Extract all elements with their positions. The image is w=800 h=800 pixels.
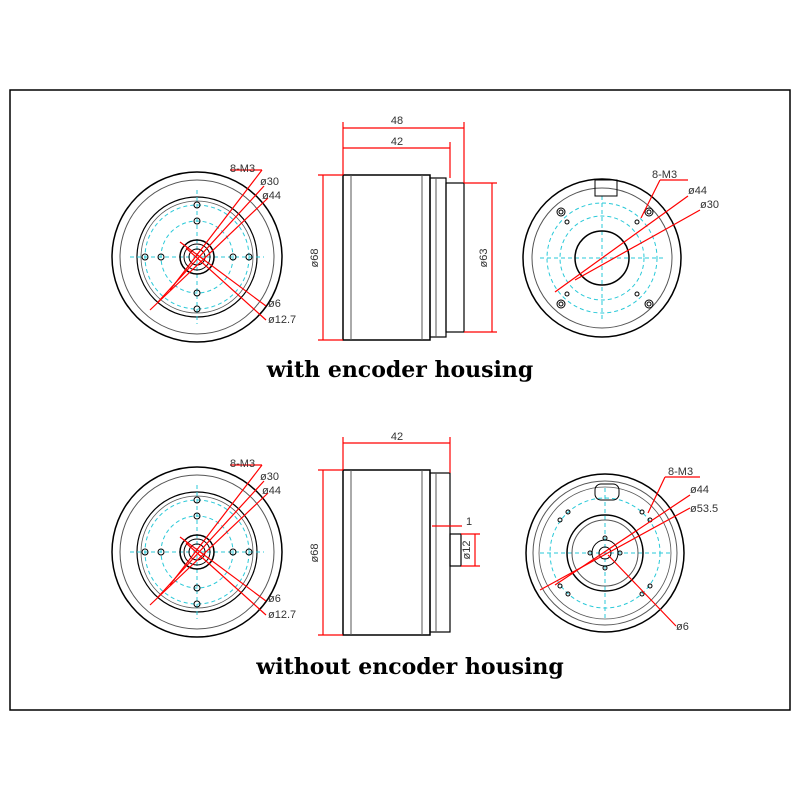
dim-d63: ø63 — [478, 249, 490, 268]
top-side-view — [318, 122, 497, 341]
label-d44: ø44 — [690, 484, 709, 496]
label-d6: ø6 — [268, 593, 281, 605]
label-8-m3: 8-M3 — [230, 163, 255, 175]
bottom-side-view — [318, 437, 480, 636]
label-8-m3: 8-M3 — [652, 169, 677, 181]
dim-d68: ø68 — [309, 544, 321, 563]
label-d30: ø30 — [260, 176, 279, 188]
label-d44: ø44 — [688, 185, 707, 197]
label-8-m3: 8-M3 — [668, 466, 693, 478]
dim-48: 48 — [391, 115, 403, 127]
bottom-front-view — [111, 464, 283, 638]
label-8-m3: 8-M3 — [230, 458, 255, 470]
dim-d68: ø68 — [309, 249, 321, 268]
label-d6: ø6 — [676, 621, 689, 633]
top-front-view — [111, 169, 283, 343]
label-d6: ø6 — [268, 298, 281, 310]
dim-42: 42 — [391, 431, 403, 443]
top-rear-view — [522, 178, 701, 338]
label-d12-7: ø12.7 — [268, 609, 296, 621]
label-d30: ø30 — [700, 199, 719, 211]
label-d53-5: ø53.5 — [690, 503, 718, 515]
dim-1: 1 — [466, 516, 472, 528]
label-d44: ø44 — [262, 190, 281, 202]
label-d44: ø44 — [262, 485, 281, 497]
drawing-frame — [9, 89, 791, 711]
label-d30: ø30 — [260, 471, 279, 483]
caption-without-encoder: without encoder housing — [255, 654, 563, 680]
label-d12-7: ø12.7 — [268, 314, 296, 326]
bottom-rear-view — [525, 473, 700, 633]
dim-42: 42 — [391, 136, 403, 148]
dim-d12: ø12 — [461, 541, 473, 560]
caption-with-encoder: with encoder housing — [266, 357, 534, 383]
